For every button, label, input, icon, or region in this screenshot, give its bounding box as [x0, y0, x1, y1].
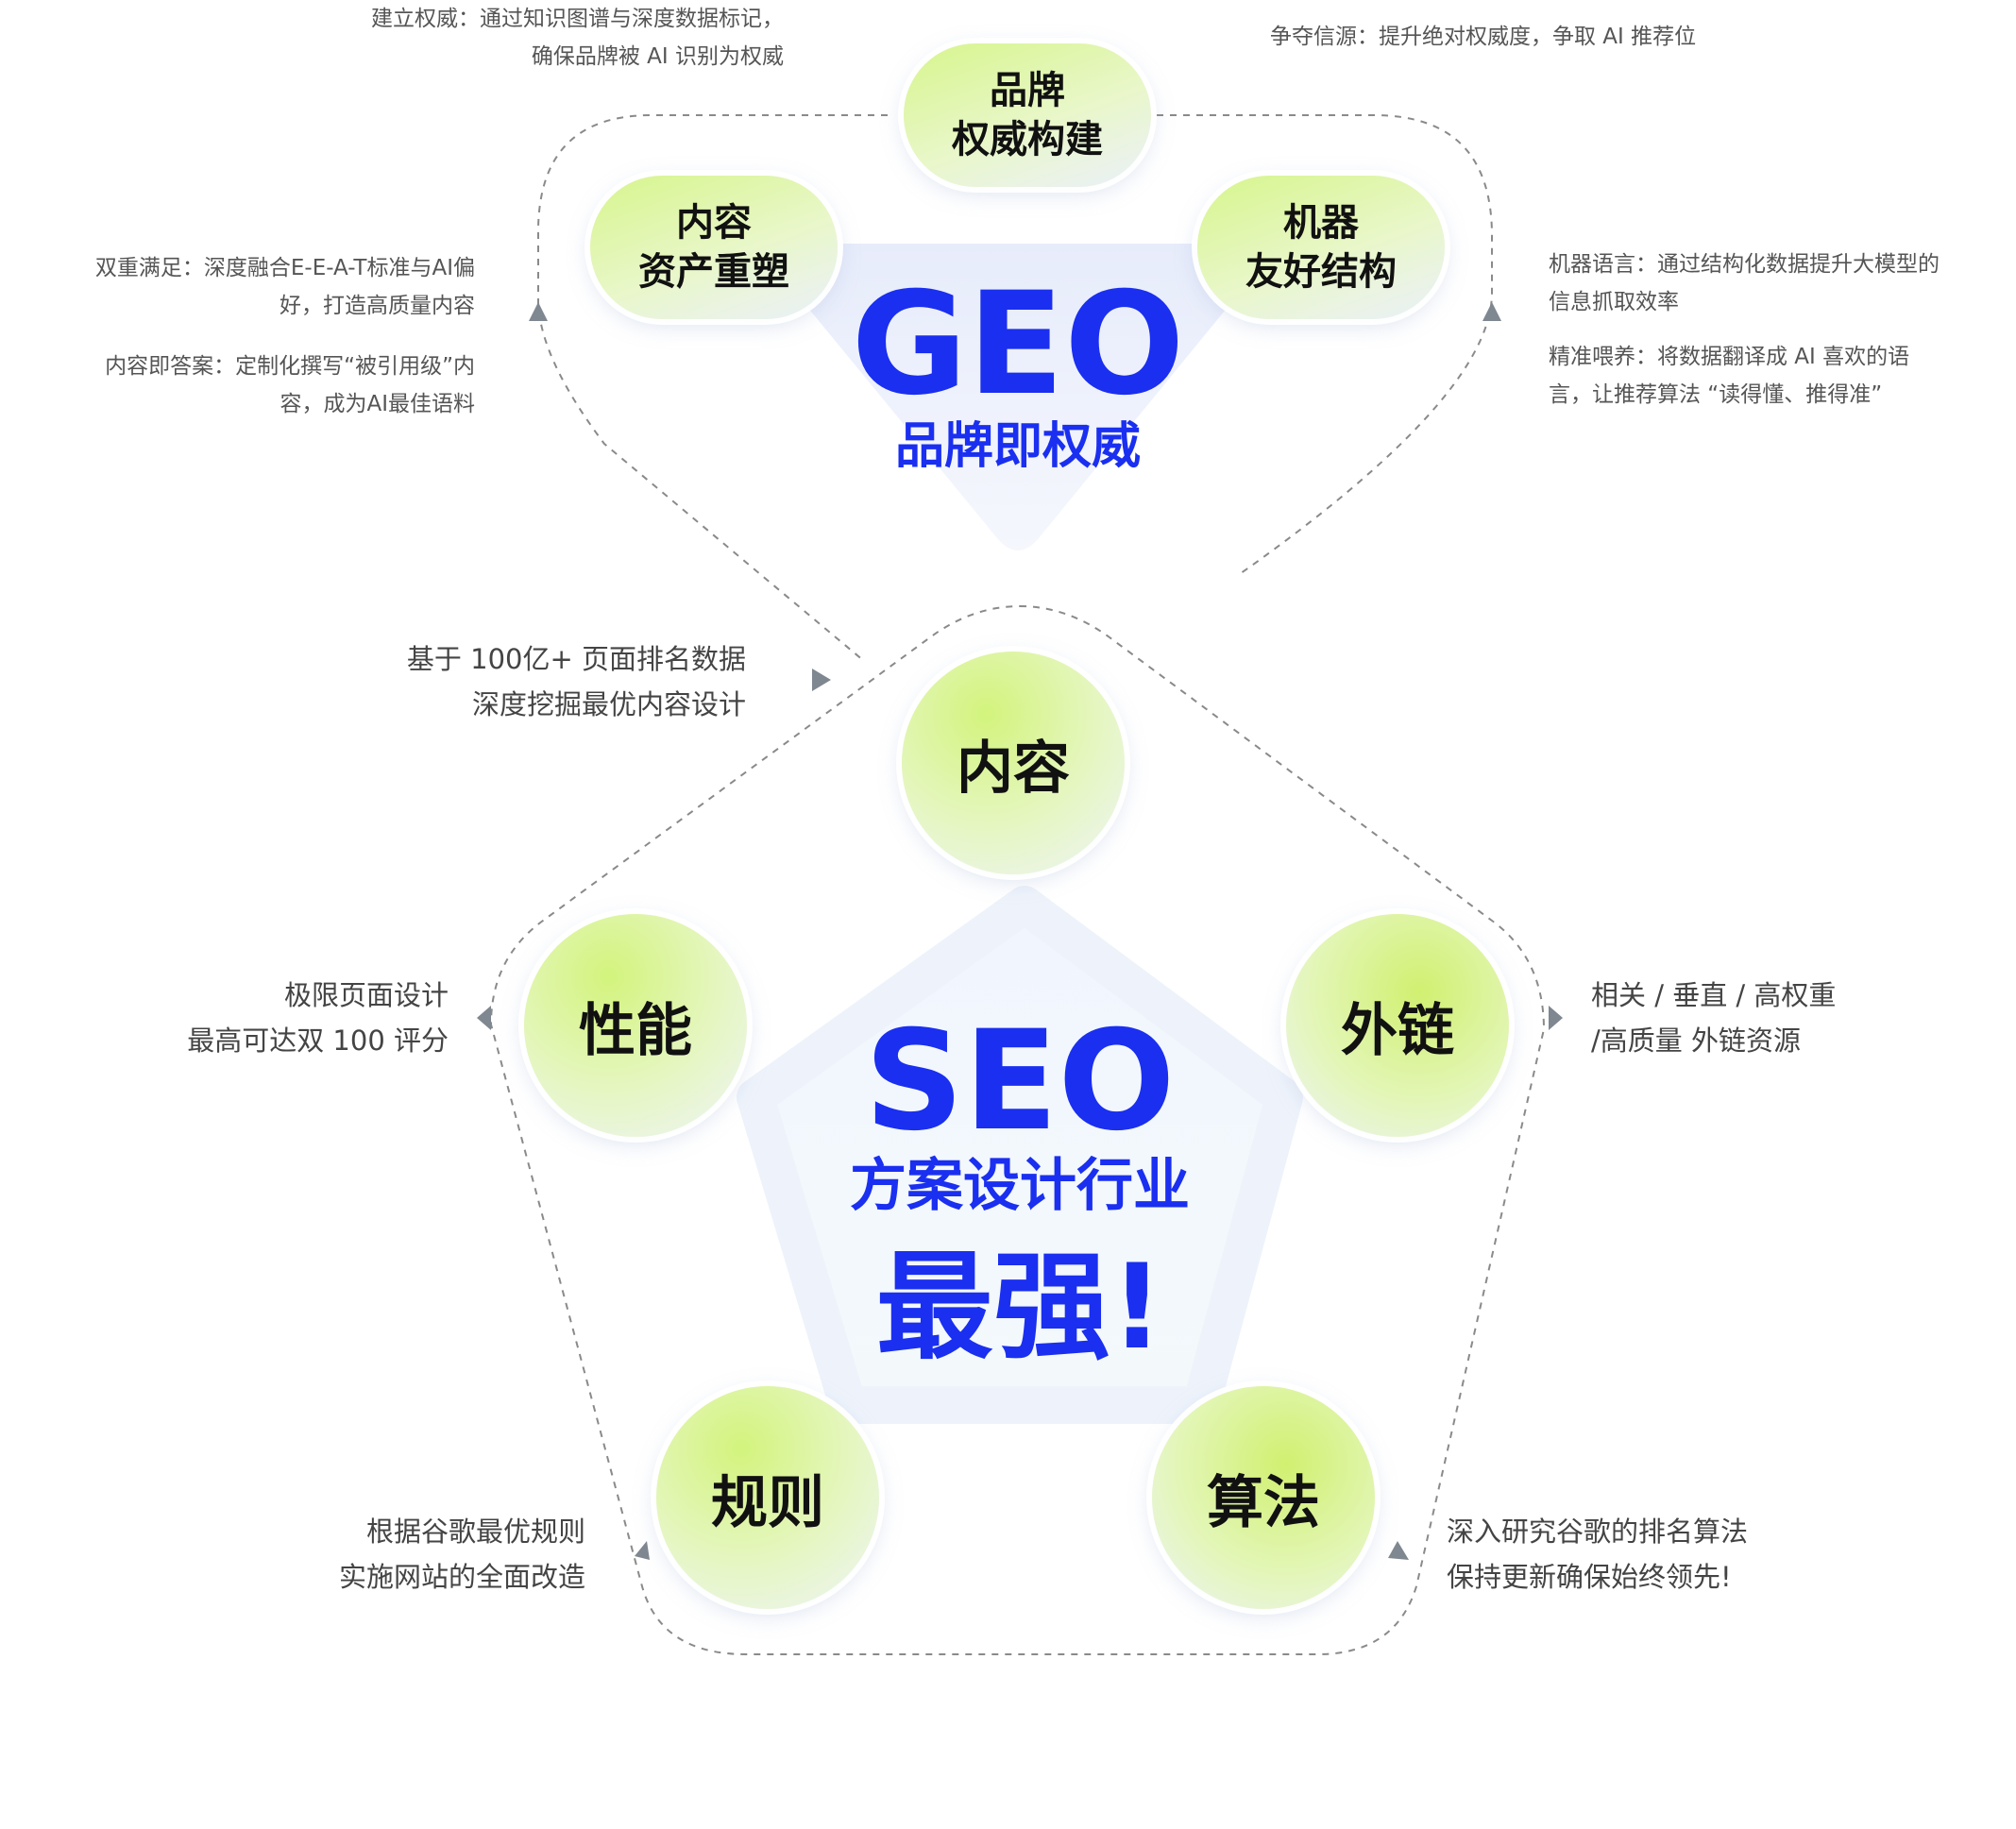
seo-note-content: 基于 100亿+ 页面排名数据 深度挖掘最优内容设计 [406, 643, 746, 720]
seo-node-content: 内容 [902, 652, 1125, 874]
seo-node-links: 外链 [1286, 914, 1509, 1137]
arrow-seo-performance [477, 1006, 491, 1030]
geo-subtitle: 品牌即权威 [894, 418, 1141, 475]
seo-pentagon-bg [737, 886, 1303, 1424]
seo-note-rules: 根据谷歌最优规则 实施网站的全面改造 [338, 1516, 585, 1593]
geo-node-content: 内容 资产重塑 [590, 176, 838, 319]
geo-node-machine: 机器 友好结构 [1197, 176, 1445, 319]
seo-subtitle: 方案设计行业 [850, 1153, 1190, 1219]
geo-node-content-line1: 内容 [676, 201, 752, 245]
seo-dashed-loop [489, 604, 1546, 1655]
geo-node-content-line2: 资产重塑 [638, 250, 789, 294]
geo-node-machine-line2: 友好结构 [1245, 250, 1397, 294]
geo-node-brand-line1: 品牌 [990, 69, 1065, 112]
seo-node-algorithm: 算法 [1152, 1386, 1375, 1609]
arrow-seo-algorithm [1388, 1541, 1409, 1560]
seo-note-performance: 极限页面设计 最高可达双 100 评分 [187, 979, 449, 1057]
geo-note-brand-right: 争夺信源：提升绝对权威度，争取 AI 推荐位 [1270, 25, 1697, 49]
seo-title: SEO [864, 1001, 1176, 1161]
geo-note-content-1: 双重满足：深度融合E-E-A-T标准与AI偏 好，打造高质量内容 [94, 256, 475, 318]
seo-node-rules: 规则 [656, 1386, 879, 1609]
arrow-seo-content [812, 669, 831, 691]
arrow-geo-left [529, 302, 548, 321]
geo-dashed-loop [536, 114, 888, 662]
geo-title: GEO [851, 262, 1185, 427]
geo-note-brand-left: 建立权威：通过知识图谱与深度数据标记， 确保品牌被 AI 识别为权威 [371, 7, 784, 69]
geo-node-machine-line1: 机器 [1283, 201, 1359, 245]
geo-node-brand: 品牌 权威构建 [904, 43, 1151, 187]
seo-note-algorithm: 深入研究谷歌的排名算法 保持更新确保始终领先! [1447, 1516, 1749, 1593]
geo-dashed-loop-right [1157, 114, 1493, 577]
seo-slogan: 最强! [875, 1240, 1164, 1376]
seo-note-links: 相关 / 垂直 / 高权重 /高质量 外链资源 [1591, 979, 1837, 1057]
geo-triangle-bg [755, 244, 1279, 550]
seo-node-performance: 性能 [524, 914, 747, 1137]
geo-node-brand-line2: 权威构建 [952, 118, 1103, 161]
arrow-geo-right [1482, 302, 1501, 321]
geo-note-machine-1: 机器语言：通过结构化数据提升大模型的 信息抓取效率 [1549, 252, 1940, 314]
arrow-seo-links [1549, 1006, 1563, 1030]
arrow-seo-rules [635, 1541, 650, 1560]
geo-note-content-2: 内容即答案：定制化撰写“被引用级”内 容，成为AI最佳语料 [105, 354, 475, 416]
geo-note-machine-2: 精准喂养：将数据翻译成 AI 喜欢的语 言，让推荐算法 “读得懂、推得准” [1549, 345, 1910, 407]
